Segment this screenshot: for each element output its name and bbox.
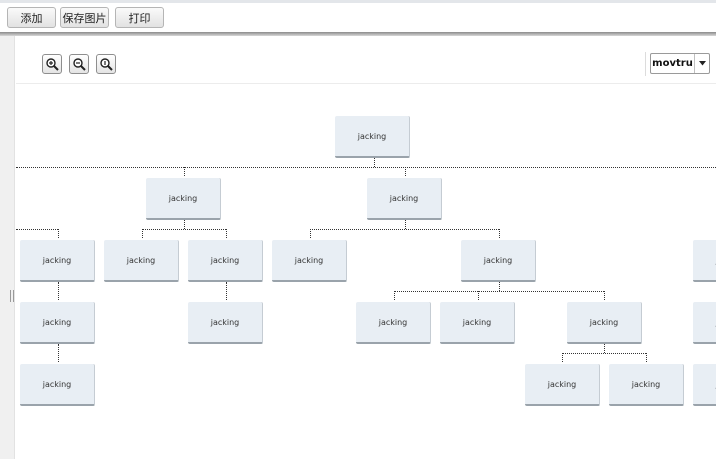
connector-line <box>405 167 406 176</box>
org-node[interactable]: jacking <box>609 364 684 406</box>
connector-line <box>562 353 563 362</box>
node-label: jacking <box>210 317 240 327</box>
org-node[interactable]: jacking <box>693 302 716 344</box>
chart-toolbar <box>16 36 716 84</box>
connector-line <box>310 229 499 230</box>
layout-select-value: movtru <box>652 58 693 69</box>
zoom-in-button[interactable] <box>42 54 62 74</box>
node-label: jacking <box>294 255 324 265</box>
connector-line <box>226 282 227 300</box>
connector-line <box>604 344 605 353</box>
org-node[interactable]: jacking <box>20 364 95 406</box>
node-label: jacking <box>126 255 156 265</box>
zoom-in-icon <box>46 58 59 71</box>
connector-line <box>142 229 143 238</box>
zoom-out-button[interactable] <box>69 54 89 74</box>
node-label: jacking <box>589 317 619 327</box>
org-node[interactable]: jacking <box>440 302 515 344</box>
node-label: jacking <box>210 255 240 265</box>
zoom-reset-button[interactable] <box>96 54 116 74</box>
org-node[interactable]: jacking <box>693 240 716 282</box>
top-toolbar: 添加 保存图片 打印 <box>0 0 716 36</box>
org-node[interactable]: jacking <box>146 178 221 220</box>
dropdown-arrow-icon[interactable] <box>694 54 710 73</box>
connector-line <box>405 220 406 229</box>
org-node[interactable]: jacking <box>461 240 536 282</box>
org-node[interactable]: jacking <box>104 240 179 282</box>
node-label: jacking <box>42 379 72 389</box>
node-label: jacking <box>42 255 72 265</box>
connector-line <box>394 291 604 292</box>
connector-line <box>374 158 375 167</box>
connector-line <box>16 229 58 230</box>
org-node[interactable]: jacking <box>567 302 642 344</box>
print-button[interactable]: 打印 <box>115 7 164 28</box>
connector-line <box>58 282 59 300</box>
org-node[interactable]: jacking <box>20 302 95 344</box>
layout-select[interactable]: movtru <box>650 53 710 74</box>
org-node[interactable]: jacking <box>356 302 431 344</box>
connector-line <box>310 229 311 238</box>
org-node[interactable]: jacking <box>20 240 95 282</box>
save-image-button[interactable]: 保存图片 <box>60 7 109 28</box>
connector-line <box>478 291 479 300</box>
org-node[interactable]: jacking <box>525 364 600 406</box>
org-node[interactable]: jacking <box>367 178 442 220</box>
node-label: jacking <box>631 379 661 389</box>
connector-line <box>499 229 500 238</box>
org-node[interactable]: jacking <box>693 364 716 406</box>
node-label: jacking <box>42 317 72 327</box>
node-label: jacking <box>378 317 408 327</box>
add-button[interactable]: 添加 <box>7 7 56 28</box>
left-splitter[interactable] <box>0 36 15 459</box>
connector-line <box>142 229 226 230</box>
connector-line <box>184 167 185 176</box>
connector-line <box>499 282 500 291</box>
zoom-reset-icon <box>100 58 113 71</box>
connector-line <box>16 167 716 168</box>
org-chart-canvas[interactable]: jacking jacking jacking jacking jacking … <box>16 85 716 459</box>
node-label: jacking <box>168 193 198 203</box>
connector-line <box>58 229 59 238</box>
node-label: jacking <box>462 317 492 327</box>
connector-line <box>394 291 395 300</box>
org-node[interactable]: jacking <box>272 240 347 282</box>
connector-line <box>58 344 59 362</box>
connector-line <box>646 353 647 362</box>
node-label: jacking <box>547 379 577 389</box>
org-node[interactable]: jacking <box>188 302 263 344</box>
zoom-out-icon <box>73 58 86 71</box>
connector-line <box>562 353 646 354</box>
connector-line <box>226 229 227 238</box>
node-label: jacking <box>357 131 387 141</box>
node-label: jacking <box>389 193 419 203</box>
window-edge <box>0 0 716 3</box>
connector-line <box>604 291 605 300</box>
node-label: jacking <box>483 255 513 265</box>
org-node-root[interactable]: jacking <box>335 116 410 158</box>
connector-line <box>184 220 185 229</box>
toolbar-separator <box>645 52 646 76</box>
toolbar-shadow <box>0 32 716 36</box>
org-node[interactable]: jacking <box>188 240 263 282</box>
splitter-grip-icon[interactable] <box>10 290 14 302</box>
